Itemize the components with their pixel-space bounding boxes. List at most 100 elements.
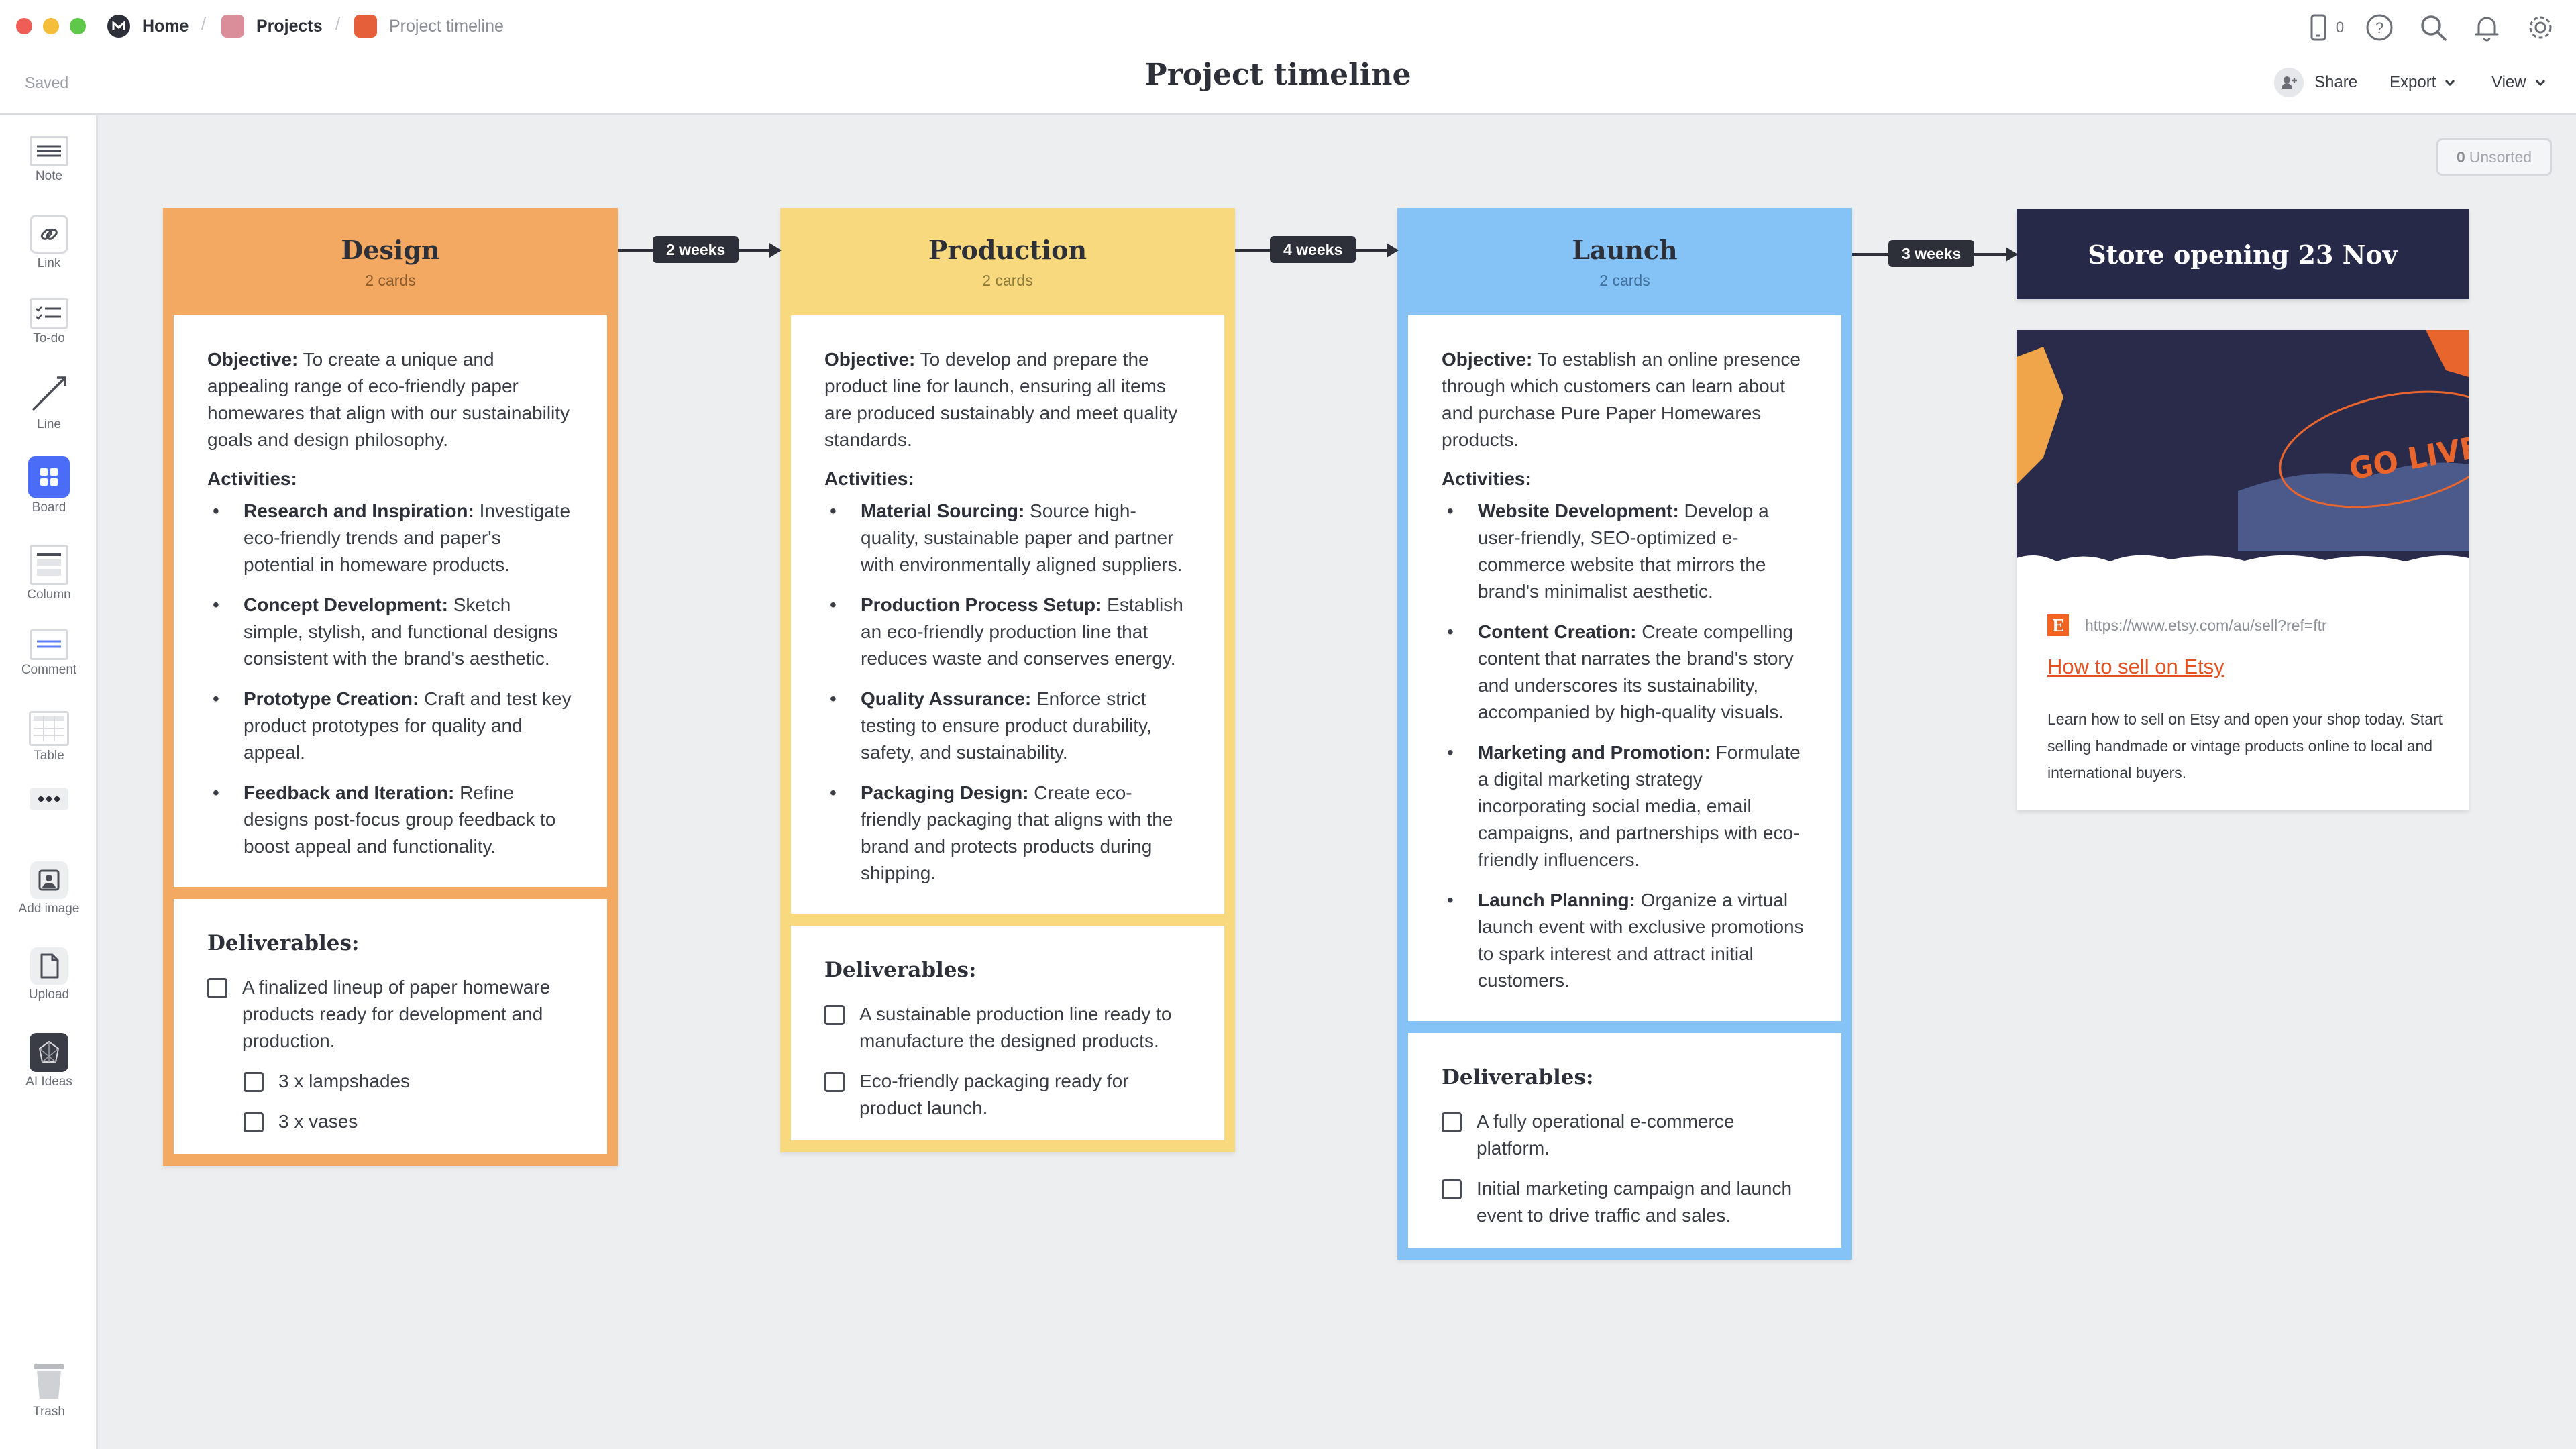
tool-label: To-do xyxy=(33,331,65,345)
window-minimize-button[interactable] xyxy=(43,18,59,34)
todo-checkbox[interactable] xyxy=(244,1072,264,1092)
share-label: Share xyxy=(2314,73,2358,91)
view-dropdown[interactable]: View xyxy=(2491,68,2548,97)
todo-text: A finalized lineup of paper homeware pro… xyxy=(242,977,551,1051)
activity-title: Research and Inspiration: xyxy=(244,500,474,521)
tool-label: Table xyxy=(34,749,64,763)
list-item: Launch Planning: Organize a virtual laun… xyxy=(1442,887,1808,994)
export-label: Export xyxy=(2390,73,2436,91)
list-item: Production Process Setup: Establish an e… xyxy=(824,592,1191,672)
column-design[interactable]: Design 2 cards Objective: To create a un… xyxy=(163,208,618,1166)
todo-checkbox[interactable] xyxy=(824,1072,845,1092)
tool-column[interactable]: Column xyxy=(0,545,98,602)
tool-board[interactable]: Board xyxy=(0,456,98,515)
list-item: Website Development: Develop a user-frie… xyxy=(1442,498,1808,605)
objective-card[interactable]: Objective: To create a unique and appeal… xyxy=(174,315,607,887)
chevron-down-icon xyxy=(2535,79,2545,87)
tool-sidebar: Note Link To-do Line Board Column Comm xyxy=(0,115,98,1449)
search-button[interactable] xyxy=(2418,12,2449,43)
tool-link[interactable]: Link xyxy=(0,215,98,271)
objective-card[interactable]: Objective: To develop and prepare the pr… xyxy=(791,315,1224,914)
connector-label[interactable]: 2 weeks xyxy=(653,236,739,263)
add-person-icon xyxy=(2274,68,2304,97)
list-item: Feedback and Iteration: Refine designs p… xyxy=(207,780,574,860)
todo-checkbox[interactable] xyxy=(244,1112,264,1132)
connector-label[interactable]: 3 weeks xyxy=(1888,240,1975,267)
phone-icon xyxy=(2310,14,2326,41)
breadcrumb-home[interactable]: Home xyxy=(107,13,189,39)
deliverables-title: Deliverables: xyxy=(207,931,360,955)
tool-line[interactable]: Line xyxy=(0,373,98,432)
todo-text: Eco-friendly packaging ready for product… xyxy=(859,1071,1129,1118)
tool-label: Line xyxy=(37,417,61,431)
tool-label: Comment xyxy=(21,663,77,677)
unsorted-button[interactable]: 0 Unsorted xyxy=(2436,138,2552,176)
activity-title: Quality Assurance: xyxy=(861,688,1032,709)
window-maximize-button[interactable] xyxy=(70,18,86,34)
tool-add-image[interactable]: Add image xyxy=(0,861,98,916)
table-icon xyxy=(29,711,69,746)
link-icon xyxy=(30,215,68,254)
activity-title: Production Process Setup: xyxy=(861,594,1102,615)
list-item: Quality Assurance: Enforce strict testin… xyxy=(824,686,1191,766)
help-button[interactable]: ? xyxy=(2364,12,2395,43)
deliverables-card[interactable]: Deliverables: A fully operational e-comm… xyxy=(1408,1033,1841,1248)
tool-ai-ideas[interactable]: AI Ideas xyxy=(0,1033,98,1089)
activity-text: Investigate eco-friendly trends and pape… xyxy=(244,500,571,575)
link-url-row: E https://www.etsy.com/au/sell?ref=ftr xyxy=(2047,614,2327,636)
objective-body: To develop and prepare the product line … xyxy=(824,349,1178,450)
todo-checkbox[interactable] xyxy=(1442,1179,1462,1199)
unsorted-count: 0 xyxy=(2456,148,2465,166)
deliverables-card[interactable]: Deliverables: A finalized lineup of pape… xyxy=(174,899,607,1154)
tool-note[interactable]: Note xyxy=(0,136,98,184)
tool-comment[interactable]: Comment xyxy=(0,629,98,678)
breadcrumb-separator: / xyxy=(201,13,207,34)
etsy-favicon-icon: E xyxy=(2047,614,2069,636)
list-item: Research and Inspiration: Investigate ec… xyxy=(207,498,574,578)
link-title[interactable]: How to sell on Etsy xyxy=(2047,655,2224,678)
mobile-devices-button[interactable]: 0 xyxy=(2297,12,2351,43)
todo-checkbox[interactable] xyxy=(207,978,227,998)
tool-todo[interactable]: To-do xyxy=(0,298,98,346)
column-launch[interactable]: Launch 2 cards Objective: To establish a… xyxy=(1397,208,1852,1260)
tool-label: AI Ideas xyxy=(25,1075,72,1089)
link-card[interactable]: GO LIVE! E https://www.etsy.com/au/sell?… xyxy=(2017,330,2469,810)
todo-checkbox[interactable] xyxy=(1442,1112,1462,1132)
tool-table[interactable]: Table xyxy=(0,711,98,763)
activity-text: Establish an eco-friendly production lin… xyxy=(861,594,1183,669)
breadcrumb-projects[interactable]: Projects xyxy=(221,13,323,39)
tool-label: Trash xyxy=(33,1405,65,1419)
column-title[interactable]: Launch xyxy=(1572,235,1678,265)
column-card-count: 2 cards xyxy=(1599,272,1650,289)
export-dropdown[interactable]: Export xyxy=(2390,68,2457,97)
column-title[interactable]: Design xyxy=(341,235,440,265)
share-button[interactable]: Share xyxy=(2274,68,2357,97)
trash[interactable]: Trash xyxy=(0,1360,98,1419)
list-item: Packaging Design: Create eco-friendly pa… xyxy=(824,780,1191,887)
connector-label[interactable]: 4 weeks xyxy=(1270,236,1356,263)
objective-body: To create a unique and appealing range o… xyxy=(207,349,570,450)
settings-button[interactable] xyxy=(2525,12,2556,43)
objective-card[interactable]: Objective: To establish an online presen… xyxy=(1408,315,1841,1021)
todo-checkbox[interactable] xyxy=(824,1005,845,1025)
svg-text:?: ? xyxy=(2375,19,2383,36)
activity-text: Sketch simple, stylish, and functional d… xyxy=(244,594,558,669)
activities-label: Activities: xyxy=(207,468,297,489)
todo-text: 3 x vases xyxy=(278,1111,358,1132)
deliverables-title: Deliverables: xyxy=(824,958,977,982)
store-opening-card[interactable]: Store opening 23 Nov xyxy=(2017,209,2469,299)
todo-item: A fully operational e-commerce platform. xyxy=(1442,1108,1808,1162)
breadcrumb-project-timeline[interactable]: Project timeline xyxy=(354,13,504,39)
notifications-button[interactable] xyxy=(2471,12,2502,43)
tool-upload[interactable]: Upload xyxy=(0,947,98,1002)
column-title[interactable]: Production xyxy=(928,235,1087,265)
list-item: Marketing and Promotion: Formulate a dig… xyxy=(1442,739,1808,873)
upload-icon xyxy=(30,947,68,985)
tool-more[interactable] xyxy=(0,788,98,810)
window-close-button[interactable] xyxy=(16,18,32,34)
deliverables-card[interactable]: Deliverables: A sustainable production l… xyxy=(791,926,1224,1140)
activities-label: Activities: xyxy=(1442,468,1532,489)
column-production[interactable]: Production 2 cards Objective: To develop… xyxy=(780,208,1235,1152)
todo-item: 3 x vases xyxy=(244,1108,574,1135)
ai-ideas-icon xyxy=(30,1033,68,1072)
